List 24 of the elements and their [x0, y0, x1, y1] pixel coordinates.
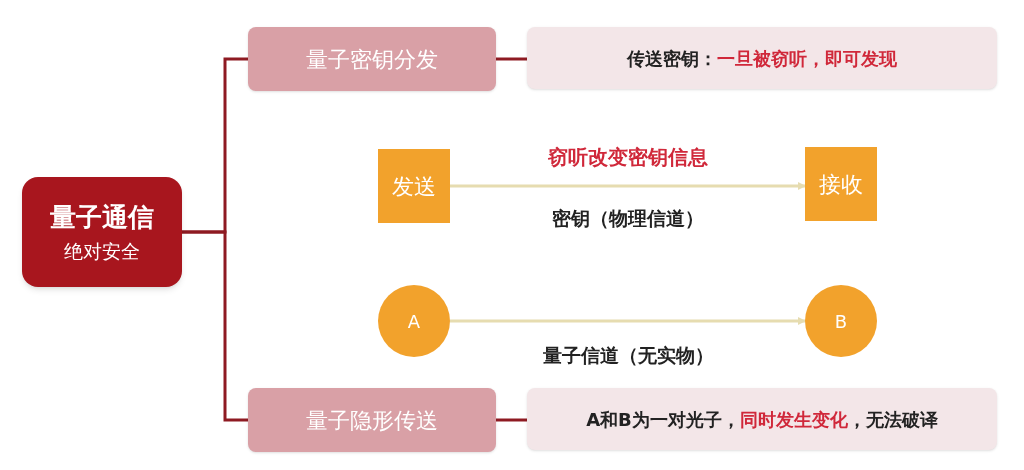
- arrow: [450, 317, 806, 325]
- arrow: [450, 182, 806, 190]
- channel-label: 量子信道（无实物）: [542, 342, 714, 368]
- connector-line: [496, 418, 527, 422]
- node-text: 量子隐形传送: [306, 406, 438, 435]
- node-text: A: [407, 309, 421, 334]
- topic-subtitle: 绝对安全: [64, 239, 140, 265]
- node-text: B: [834, 309, 848, 334]
- node-text: 传送密钥：一旦被窃听，即可发现: [627, 46, 897, 71]
- description-box: [527, 388, 997, 450]
- branch-box: [248, 388, 496, 452]
- receiver-box: [805, 147, 877, 221]
- description-box: [527, 27, 997, 89]
- topic-title: 量子通信: [50, 201, 154, 235]
- node-text: 发送: [392, 172, 436, 201]
- topic-box: [22, 177, 182, 287]
- node-text: 量子密钥分发: [306, 45, 438, 74]
- node-text: A和B为一对光子，同时发生变化，无法破译: [586, 407, 938, 432]
- branch-box: [248, 27, 496, 91]
- sender-box: [378, 149, 450, 223]
- connector-line: [182, 230, 248, 422]
- node-text: 接收: [819, 170, 863, 199]
- channel-label: 密钥（物理信道）: [552, 205, 704, 231]
- connector-line: [496, 57, 527, 61]
